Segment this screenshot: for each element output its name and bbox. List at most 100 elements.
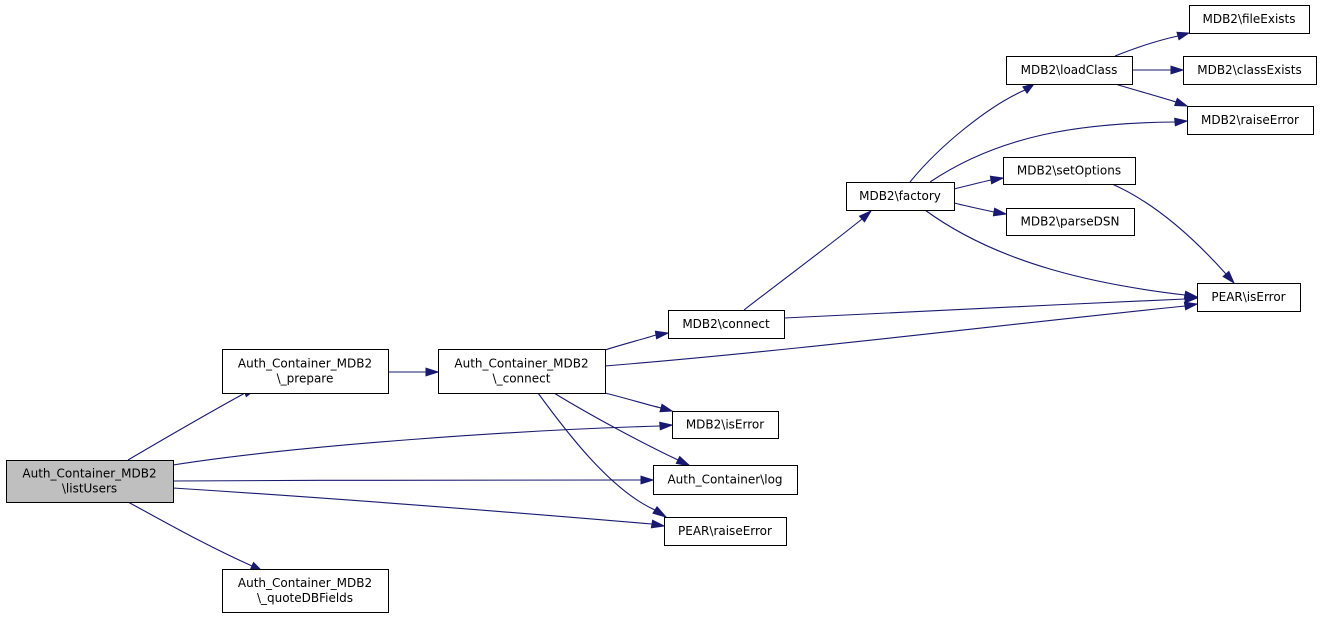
node-pear-is-error[interactable]: PEAR\isError <box>1197 283 1301 312</box>
arrowhead-icon <box>1183 290 1199 300</box>
node-mdb2-is-error[interactable]: MDB2\isError <box>672 411 779 439</box>
edge-line <box>172 479 642 482</box>
edge-list-users-to-prepare <box>127 388 258 461</box>
edge-list-users-to-auth-log <box>172 475 655 485</box>
edge-connect-auth-to-pear-raise-error <box>537 392 668 518</box>
arrowhead-icon <box>858 209 873 223</box>
node-list-users[interactable]: Auth_Container_MDB2\listUsers <box>6 460 174 503</box>
edge-mdb2-connect-to-mdb2-factory <box>743 209 873 311</box>
edge-prepare-to-connect-auth <box>388 367 440 377</box>
node-box <box>6 460 174 503</box>
node-box <box>1006 208 1135 236</box>
node-label-line: MDB2\isError <box>686 418 764 432</box>
edge-line <box>172 425 661 466</box>
edge-mdb2-factory-to-mdb2-raise-error <box>929 117 1189 183</box>
node-box <box>1183 56 1317 85</box>
node-mdb2-connect[interactable]: MDB2\connect <box>668 310 785 339</box>
node-label-line: \_prepare <box>277 372 334 386</box>
node-label-line: Auth_Container_MDB2 <box>238 576 372 590</box>
arrowhead-icon <box>992 207 1008 217</box>
edge-list-users-to-quote-db-fields <box>127 501 263 571</box>
node-label-line: \_connect <box>493 372 551 386</box>
node-mdb2-file-exists[interactable]: MDB2\fileExists <box>1189 5 1310 34</box>
node-box <box>672 411 779 439</box>
node-label-line: MDB2\raiseError <box>1201 113 1299 127</box>
edge-connect-auth-to-auth-log <box>553 392 692 467</box>
edge-mdb2-load-class-to-mdb2-class-exists <box>1132 65 1185 75</box>
node-label-line: MDB2\factory <box>859 189 941 203</box>
arrowhead-icon <box>659 421 674 431</box>
edge-line <box>127 392 246 461</box>
edge-line <box>953 202 995 213</box>
edge-line <box>537 392 656 511</box>
edge-line <box>953 179 992 190</box>
node-box <box>1003 157 1136 185</box>
edge-connect-auth-to-mdb2-connect <box>604 330 670 351</box>
arrowhead-icon <box>1170 65 1185 75</box>
edge-line <box>924 209 1186 296</box>
edges-layer <box>127 31 1236 571</box>
edge-connect-auth-to-pear-is-error <box>604 301 1199 367</box>
node-label-line: Auth_Container\log <box>667 473 782 487</box>
node-label-line: PEAR\isError <box>1211 290 1285 304</box>
edge-list-users-to-mdb2-is-error <box>172 421 674 466</box>
node-auth-log[interactable]: Auth_Container\log <box>653 465 798 495</box>
node-label-line: \_quoteDBFields <box>257 591 353 605</box>
arrowhead-icon <box>654 330 670 340</box>
edge-line <box>172 487 653 525</box>
edge-mdb2-factory-to-mdb2-set-options <box>953 175 1005 190</box>
node-mdb2-set-options[interactable]: MDB2\setOptions <box>1003 157 1136 185</box>
node-mdb2-raise-error[interactable]: MDB2\raiseError <box>1187 106 1314 135</box>
arrowhead-icon <box>1222 270 1236 285</box>
node-quote-db-fields[interactable]: Auth_Container_MDB2\_quoteDBFields <box>222 569 389 613</box>
edge-mdb2-set-options-to-pear-is-error <box>1111 183 1236 285</box>
node-mdb2-class-exists[interactable]: MDB2\classExists <box>1183 56 1317 85</box>
node-connect-auth[interactable]: Auth_Container_MDB2\_connect <box>438 349 606 394</box>
edge-mdb2-factory-to-mdb2-parse-dsn <box>953 202 1008 217</box>
node-mdb2-load-class[interactable]: MDB2\loadClass <box>1006 56 1133 85</box>
node-box <box>1189 5 1310 34</box>
node-label-line: MDB2\loadClass <box>1021 63 1118 77</box>
edge-line <box>553 392 679 461</box>
edge-list-users-to-pear-raise-error <box>172 487 666 529</box>
arrowhead-icon <box>659 403 674 413</box>
node-pear-raise-error[interactable]: PEAR\raiseError <box>664 517 787 546</box>
node-box <box>1197 283 1301 312</box>
arrowhead-icon <box>1176 31 1191 41</box>
edge-connect-auth-to-mdb2-is-error <box>604 392 674 413</box>
node-label-line: MDB2\parseDSN <box>1021 215 1120 229</box>
node-box <box>653 465 798 495</box>
node-box <box>222 569 389 613</box>
node-mdb2-parse-dsn[interactable]: MDB2\parseDSN <box>1006 208 1135 236</box>
arrowhead-icon <box>425 367 440 377</box>
node-prepare[interactable]: Auth_Container_MDB2\_prepare <box>222 349 389 394</box>
edge-line <box>604 334 657 351</box>
node-box <box>668 310 785 339</box>
edge-line <box>1111 183 1227 275</box>
node-label-line: Auth_Container_MDB2 <box>454 357 588 371</box>
arrowhead-icon <box>1183 301 1199 311</box>
edge-line <box>909 89 1026 183</box>
edge-line <box>743 218 863 311</box>
node-box <box>222 349 389 394</box>
node-box <box>846 182 955 211</box>
arrowhead-icon <box>652 505 668 518</box>
node-label-line: MDB2\fileExists <box>1202 12 1295 26</box>
node-label-line: MDB2\connect <box>682 317 770 331</box>
node-label-line: \listUsers <box>62 482 117 496</box>
nodes-layer: Auth_Container_MDB2\listUsersAuth_Contai… <box>6 5 1317 613</box>
arrowhead-icon <box>640 475 655 485</box>
node-box <box>664 517 787 546</box>
node-label-line: MDB2\setOptions <box>1017 164 1121 178</box>
edge-line <box>1114 35 1179 57</box>
edge-mdb2-load-class-to-mdb2-raise-error <box>1114 83 1189 107</box>
edge-mdb2-factory-to-pear-is-error <box>924 209 1199 300</box>
edge-line <box>604 392 662 409</box>
edge-line <box>127 501 253 567</box>
node-label-line: MDB2\classExists <box>1197 63 1302 77</box>
node-mdb2-factory[interactable]: MDB2\factory <box>846 182 955 211</box>
arrowhead-icon <box>1022 83 1036 95</box>
node-label-line: Auth_Container_MDB2 <box>22 467 156 481</box>
node-box <box>1187 106 1314 135</box>
